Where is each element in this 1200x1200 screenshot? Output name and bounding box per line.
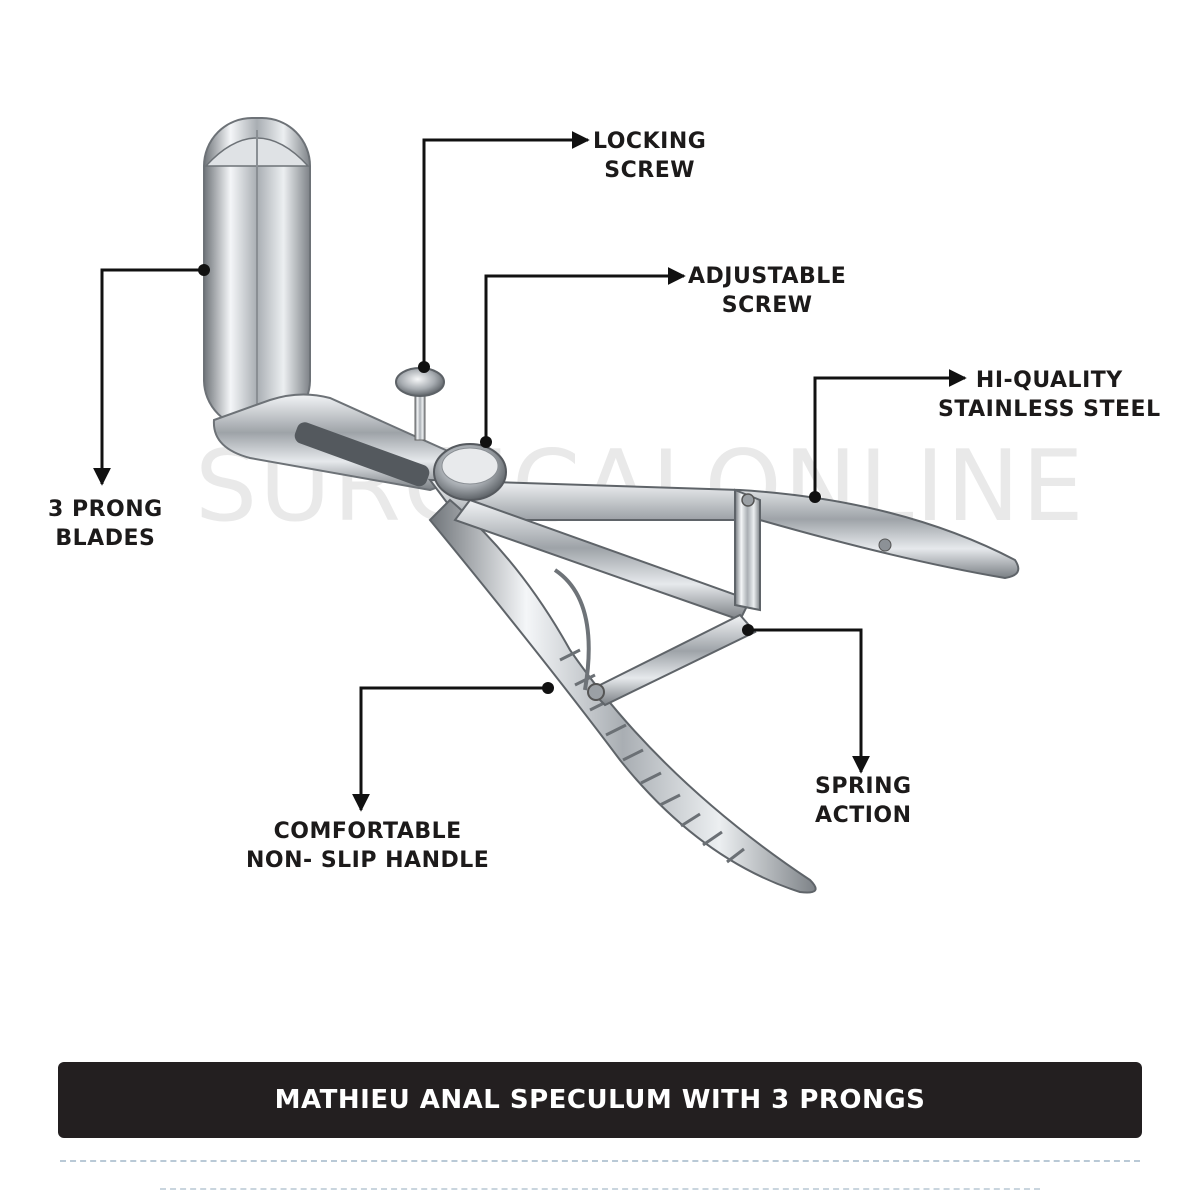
callout-lines	[93, 131, 967, 812]
divider-dashed-lower	[160, 1188, 1040, 1190]
lower-handle	[428, 498, 817, 894]
locking-screw-head	[395, 367, 445, 397]
callout-line-blades	[93, 268, 204, 486]
callout-line-handle	[352, 686, 548, 812]
callout-line-locking	[422, 131, 590, 367]
callout-line-adjustable	[484, 267, 686, 442]
product-title: MATHIEU ANAL SPECULUM WITH 3 PRONGS	[274, 1085, 926, 1115]
speculum-illustration	[203, 117, 1020, 894]
upper-arm	[427, 478, 1020, 580]
callout-line-steel	[813, 369, 967, 497]
linkage-bar	[734, 488, 761, 612]
callout-dots	[198, 264, 821, 694]
spring	[553, 568, 591, 691]
callout-line-spring	[748, 628, 870, 774]
linkage-lower	[588, 613, 757, 707]
slot	[294, 422, 430, 487]
divider-dashed	[60, 1160, 1140, 1162]
title-banner: MATHIEU ANAL SPECULUM WITH 3 PRONGS	[58, 1062, 1142, 1138]
